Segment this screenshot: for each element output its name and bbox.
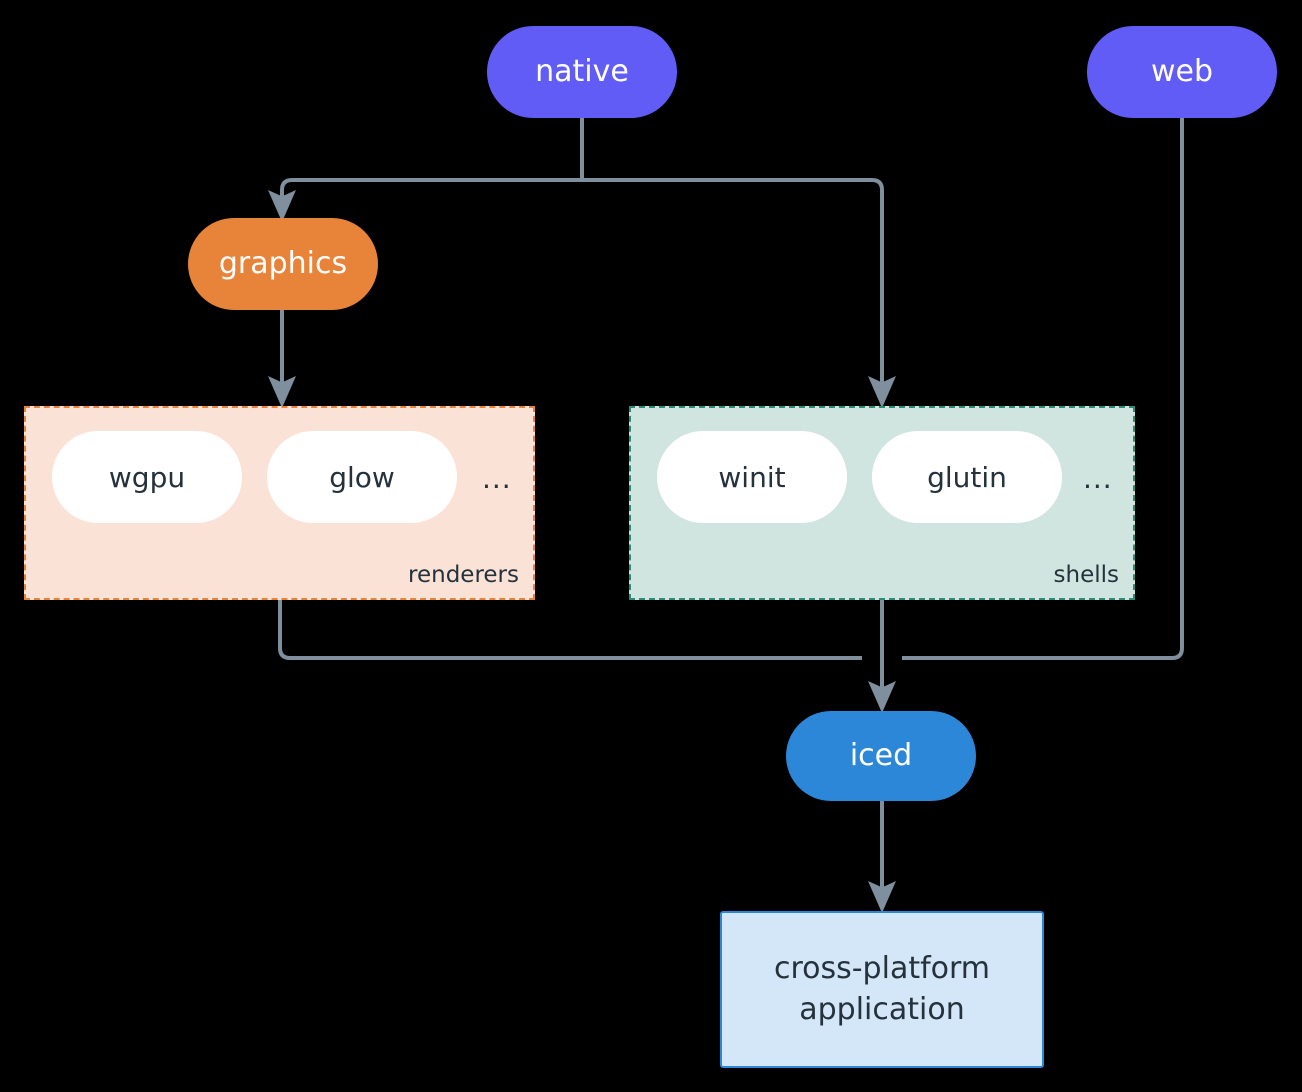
node-graphics-label: graphics — [218, 245, 348, 281]
node-wgpu[interactable]: wgpu — [52, 431, 242, 523]
node-glow[interactable]: glow — [267, 431, 457, 523]
node-winit-label: winit — [718, 460, 786, 494]
node-application-line2: application — [799, 991, 965, 1027]
edge-native-to-graphics — [268, 178, 582, 222]
node-wgpu-label: wgpu — [108, 460, 186, 494]
group-renderers-label: renderers — [408, 562, 519, 588]
edge-native-to-shells — [582, 178, 896, 408]
node-iced-label: iced — [849, 737, 913, 773]
node-winit[interactable]: winit — [657, 431, 847, 523]
shells-overflow-ellipsis: ... — [1083, 462, 1113, 495]
node-web[interactable]: web — [1087, 26, 1277, 118]
node-application-line1: cross-platform — [773, 951, 991, 986]
group-renderers: wgpu glow ... renderers — [24, 406, 535, 600]
renderers-overflow-ellipsis: ... — [482, 462, 512, 495]
edge-web-to-iced — [902, 118, 1184, 660]
node-native[interactable]: native — [487, 26, 677, 118]
node-glutin[interactable]: glutin — [872, 431, 1062, 523]
node-glow-label: glow — [329, 460, 395, 494]
group-shells-label: shells — [1053, 562, 1119, 588]
group-shells: winit glutin ... shells — [629, 406, 1135, 600]
node-native-label: native — [535, 53, 629, 89]
node-glutin-label: glutin — [927, 460, 1007, 494]
node-graphics[interactable]: graphics — [188, 218, 378, 310]
edge-renderers-to-iced — [278, 600, 862, 660]
node-web-label: web — [1150, 53, 1214, 89]
node-iced[interactable]: iced — [786, 711, 976, 801]
node-cross-platform-application[interactable]: cross-platform application — [720, 911, 1044, 1068]
